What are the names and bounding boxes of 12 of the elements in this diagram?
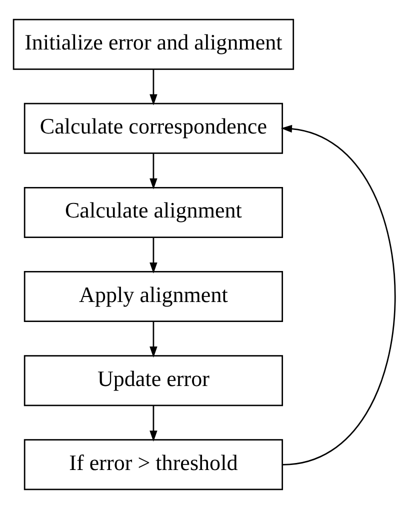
node-box: Calculate correspondence [24,102,284,154]
arrow [150,236,158,273]
node-box: Calculate alignment [24,186,284,238]
arrow [280,124,396,465]
arrow [150,68,158,105]
arrow [150,152,158,189]
node-box: Apply alignment [24,270,284,322]
node-box: Initialize error and alignment [12,18,294,70]
node-box: Update error [24,354,284,406]
arrow [150,405,158,442]
node-box: If error > threshold [24,438,284,490]
arrow [150,320,158,358]
